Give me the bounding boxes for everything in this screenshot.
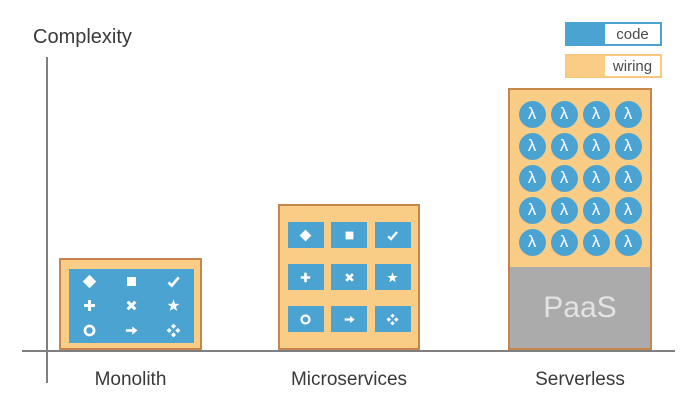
check-icon: [166, 274, 181, 289]
service-tile: [374, 264, 411, 290]
lambda-icon: λ: [582, 229, 610, 256]
arrow-icon: [343, 313, 356, 326]
diamond-icon: [299, 229, 312, 242]
square-icon: [343, 229, 356, 242]
y-axis-label: Complexity: [33, 26, 132, 48]
lambda-icon: λ: [550, 197, 578, 224]
plus-icon: [299, 271, 312, 284]
lambda-icon: λ: [582, 197, 610, 224]
lambda-icon: λ: [518, 197, 546, 224]
square-icon: [124, 274, 139, 289]
plus-icon: [82, 298, 97, 313]
lambda-icon: λ: [614, 133, 642, 160]
four-diamonds-icon: [166, 323, 181, 338]
wiring-color-swatch: [567, 56, 605, 76]
code-color-swatch: [567, 24, 605, 44]
category-label-microservices: Microservices: [290, 369, 408, 390]
lambda-icon: λ: [518, 229, 546, 256]
lambda-icon: λ: [518, 165, 546, 192]
check-icon: [386, 229, 399, 242]
service-tile: [287, 222, 324, 248]
legend-label-wiring: wiring: [612, 57, 653, 75]
microservices-tile-grid: [280, 206, 418, 348]
monolith-code-block: [69, 269, 194, 343]
legend-item-wiring: wiring: [565, 54, 662, 78]
lambda-icon: λ: [550, 229, 578, 256]
service-tile: [287, 306, 324, 332]
monolith-bar: [59, 258, 202, 350]
legend-item-code: code: [565, 22, 662, 46]
category-label-monolith: Monolith: [94, 369, 167, 390]
legend: code wiring: [565, 22, 662, 78]
service-tile: [374, 222, 411, 248]
paas-platform: PaaS: [510, 267, 650, 348]
arrow-icon: [124, 323, 139, 338]
lambda-icon: λ: [518, 101, 546, 128]
lambda-icon: λ: [550, 133, 578, 160]
lambda-icon: λ: [582, 165, 610, 192]
lambda-icon: λ: [614, 197, 642, 224]
star-icon: [166, 298, 181, 313]
legend-label-code: code: [616, 25, 649, 43]
lambda-icon: λ: [582, 133, 610, 160]
category-label-serverless: Serverless: [535, 369, 625, 390]
lambda-icon: λ: [550, 165, 578, 192]
diamond-icon: [82, 274, 97, 289]
microservices-bar: [278, 204, 420, 350]
x-axis-line: [22, 350, 675, 352]
lambda-icon: λ: [614, 101, 642, 128]
circle-icon: [82, 323, 97, 338]
lambda-icon: λ: [518, 133, 546, 160]
cross-icon: [124, 298, 139, 313]
cross-icon: [343, 271, 356, 284]
y-axis-line: [46, 57, 48, 383]
service-tile: [331, 222, 367, 248]
service-tile: [287, 264, 324, 290]
lambda-icon: λ: [550, 101, 578, 128]
circle-icon: [299, 313, 312, 326]
lambda-icon: λ: [582, 101, 610, 128]
lambda-icon: λ: [614, 229, 642, 256]
lambda-icon: λ: [614, 165, 642, 192]
star-icon: [386, 271, 399, 284]
service-tile: [331, 306, 367, 332]
four-diamonds-icon: [386, 313, 399, 326]
service-tile: [374, 306, 411, 332]
service-tile: [331, 264, 367, 290]
